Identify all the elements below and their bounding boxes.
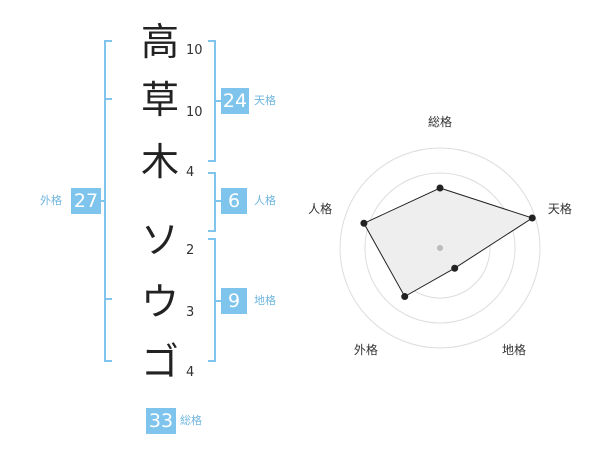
chikaku-bracket xyxy=(208,238,216,362)
stroke-count-5: 3 xyxy=(186,305,195,320)
stroke-count-6: 4 xyxy=(186,365,195,380)
radar-area xyxy=(363,187,534,298)
bracket-connector xyxy=(216,100,222,102)
tenkaku-label: 天格 xyxy=(254,94,276,107)
chikaku-value: 9 xyxy=(221,288,247,314)
jinkaku-label: 人格 xyxy=(254,194,276,207)
radar-point xyxy=(436,184,444,192)
jinkaku-bracket xyxy=(208,172,216,232)
gaikaku-bracket xyxy=(104,40,112,362)
tenkaku-bracket xyxy=(208,40,216,162)
bracket-tick xyxy=(106,298,112,300)
bracket-connector xyxy=(216,300,222,302)
radar-point xyxy=(360,219,368,227)
name-char-5: ウ xyxy=(140,280,179,324)
radar-axis-label: 人格 xyxy=(308,201,332,216)
soukaku-value: 33 xyxy=(146,408,176,434)
chikaku-label: 地格 xyxy=(254,294,276,307)
radar-axis-label: 外格 xyxy=(354,342,378,357)
stroke-count-3: 4 xyxy=(186,165,195,180)
stroke-count-4: 2 xyxy=(186,243,195,258)
name-char-1: 高 xyxy=(140,20,179,64)
radar-axis-label: 地格 xyxy=(502,342,526,357)
jinkaku-value: 6 xyxy=(221,188,247,214)
stroke-count-2: 10 xyxy=(186,105,203,120)
radar-ring xyxy=(364,172,516,324)
stroke-count-1: 10 xyxy=(186,43,203,58)
radar-ring xyxy=(339,147,541,349)
radar-point xyxy=(401,293,409,301)
radar-points xyxy=(360,184,536,301)
radar-axis-label: 総格 xyxy=(428,114,452,129)
name-char-3: 木 xyxy=(140,140,179,184)
soukaku-label: 総格 xyxy=(180,414,202,427)
radar-center xyxy=(437,245,443,251)
name-char-4: ソ xyxy=(140,218,179,262)
gaikaku-label: 外格 xyxy=(40,194,62,207)
bracket-connector xyxy=(98,200,104,202)
bracket-connector xyxy=(216,200,222,202)
name-char-2: 草 xyxy=(140,78,179,122)
name-char-6: ゴ xyxy=(140,340,179,384)
tenkaku-value: 24 xyxy=(221,88,249,114)
radar-point xyxy=(528,214,536,222)
bracket-tick xyxy=(106,98,112,100)
radar-point xyxy=(451,264,459,272)
gaikaku-value: 27 xyxy=(71,188,101,214)
radar-axis-label: 天格 xyxy=(548,201,572,216)
